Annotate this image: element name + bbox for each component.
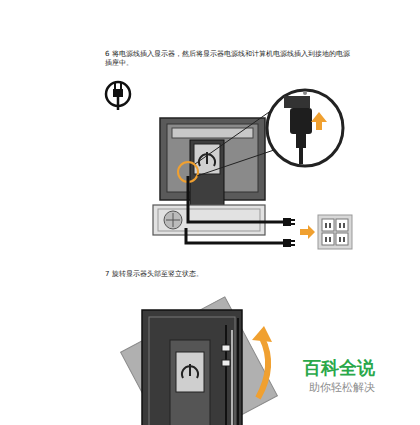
power-cables xyxy=(186,176,284,243)
power-outlet xyxy=(318,215,352,249)
step-text: 7 旋转显示器头部至竖立状态。 xyxy=(105,270,345,279)
power-icon xyxy=(106,82,130,110)
watermark: 助你轻松解决 xyxy=(309,381,409,396)
plug-ends xyxy=(283,218,295,247)
zoom-detail xyxy=(267,90,343,166)
rotation-arrow xyxy=(252,326,272,398)
leader-line xyxy=(197,150,274,176)
arrow-symbol xyxy=(300,225,315,239)
computer-box xyxy=(153,205,265,235)
leader-line xyxy=(195,110,272,164)
monitor-back xyxy=(160,118,265,206)
watermark: 百科全说 xyxy=(303,356,403,380)
step-text: 6 将电源线插入显示器，然后将显示器电源线和计算机电源线插入到接地的电源 插座中… xyxy=(105,50,353,69)
monitor-rotated xyxy=(121,297,278,425)
